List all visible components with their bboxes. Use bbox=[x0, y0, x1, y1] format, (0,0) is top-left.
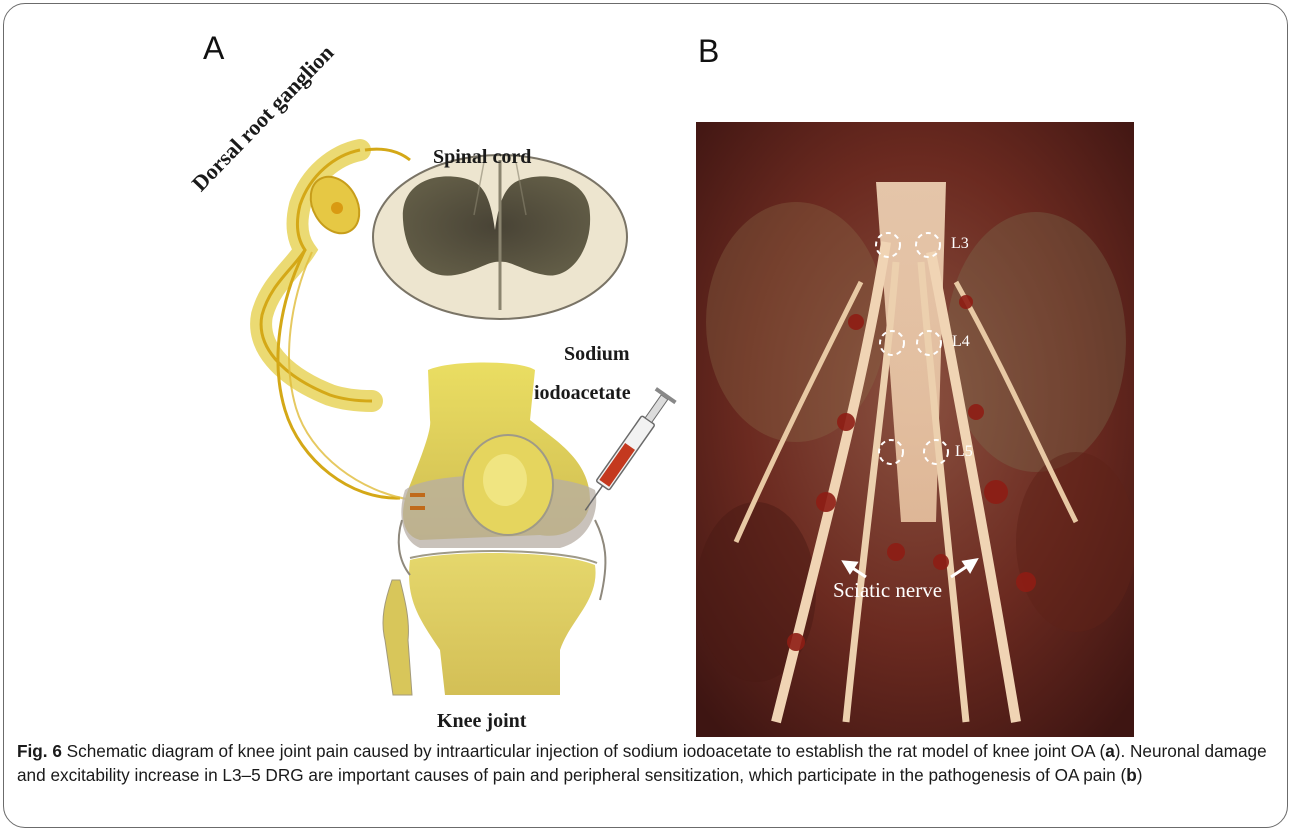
spinal-cord-label: Spinal cord bbox=[433, 147, 531, 167]
dissection-photo bbox=[696, 122, 1134, 737]
iodoacetate-label: iodoacetate bbox=[534, 383, 631, 403]
caption-bold-b: b bbox=[1126, 765, 1137, 785]
caption-text-1: Schematic diagram of knee joint pain cau… bbox=[62, 741, 1105, 761]
caption-text-3: ) bbox=[1137, 765, 1143, 785]
sodium-label: Sodium bbox=[564, 344, 630, 364]
spinal-cord-illustration bbox=[373, 155, 627, 319]
knee-joint-illustration bbox=[383, 363, 605, 696]
photo-label-l4: L4 bbox=[952, 334, 970, 350]
knee-joint-label: Knee joint bbox=[437, 711, 526, 731]
sciatic-nerve-label: Sciatic nerve bbox=[833, 580, 942, 601]
caption-fig-label: Fig. 6 bbox=[17, 741, 62, 761]
photo-label-l5: L5 bbox=[955, 444, 973, 460]
caption-bold-a: a bbox=[1105, 741, 1115, 761]
photo-label-l3: L3 bbox=[951, 236, 969, 252]
figure-caption: Fig. 6 Schematic diagram of knee joint p… bbox=[17, 739, 1282, 787]
